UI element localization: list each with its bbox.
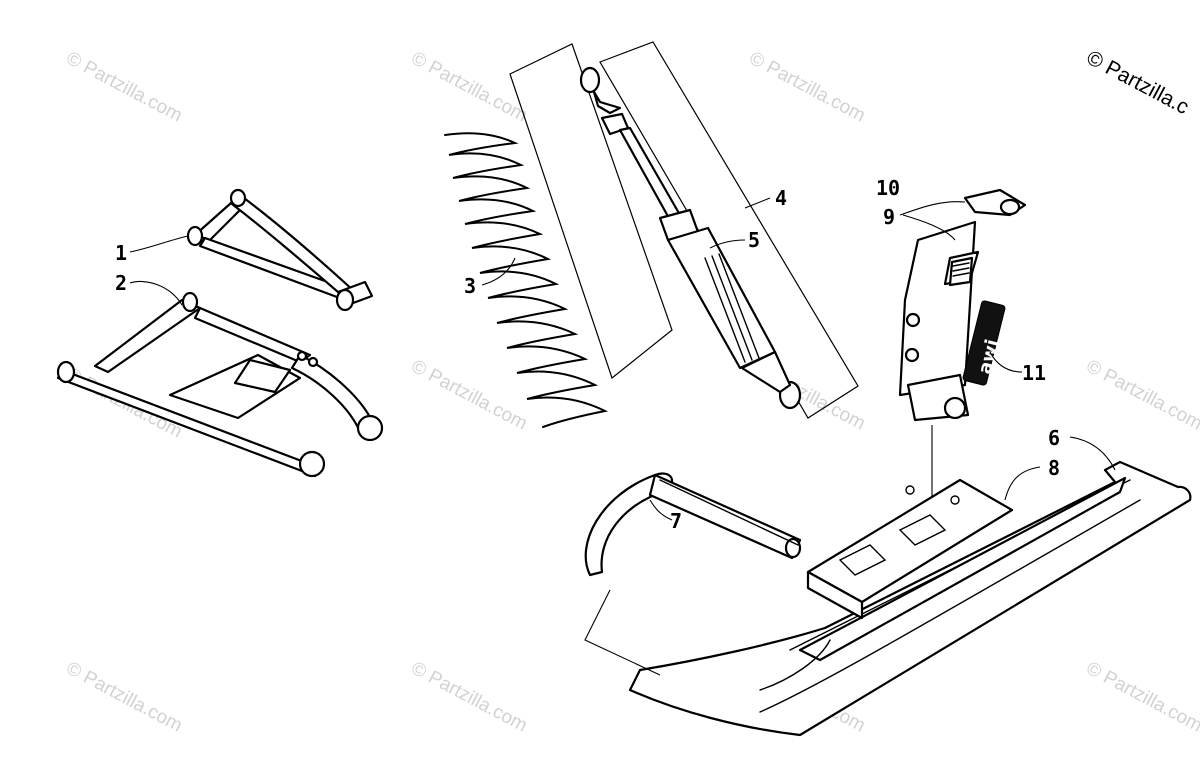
shock-absorber-assembly bbox=[509, 41, 859, 419]
callout-6: 6 bbox=[1048, 426, 1060, 450]
watermark: © Partzilla.com bbox=[1083, 658, 1200, 737]
ski bbox=[628, 460, 1192, 737]
callout-10: 10 bbox=[876, 176, 900, 200]
watermark: © Partzilla.com bbox=[408, 48, 531, 127]
copyright-notice: © Partzilla.c bbox=[1083, 46, 1193, 119]
watermark: © Partzilla.com bbox=[63, 48, 186, 127]
callout-11: 11 bbox=[1022, 361, 1046, 385]
callout-1: 1 bbox=[115, 241, 127, 265]
callout-8: 8 bbox=[1048, 456, 1060, 480]
watermark: © Partzilla.com bbox=[1083, 356, 1200, 435]
callout-labels: 1 2 3 4 5 6 7 8 9 10 11 bbox=[115, 176, 1060, 533]
shock-bracket-outline bbox=[509, 43, 673, 380]
callout-5: 5 bbox=[748, 228, 760, 252]
callout-4: 4 bbox=[775, 186, 787, 210]
callout-3: 3 bbox=[464, 274, 476, 298]
watermark: © Partzilla.com bbox=[746, 48, 869, 127]
leader-lines bbox=[129, 197, 1116, 676]
watermark: © Partzilla.com bbox=[408, 356, 531, 435]
upper-a-arm bbox=[186, 188, 374, 312]
watermark: © Partzilla.com bbox=[63, 658, 186, 737]
callout-2: 2 bbox=[115, 271, 127, 295]
watermark: © Partzilla.com bbox=[408, 658, 531, 737]
coil-spring bbox=[444, 132, 609, 428]
callout-7: 7 bbox=[670, 509, 682, 533]
ski-spindle-assembly: awj bbox=[898, 188, 1027, 520]
ski-loop bbox=[584, 472, 802, 577]
awj-decal bbox=[962, 300, 1006, 386]
callout-9: 9 bbox=[883, 205, 895, 229]
lower-a-arm bbox=[56, 291, 384, 478]
